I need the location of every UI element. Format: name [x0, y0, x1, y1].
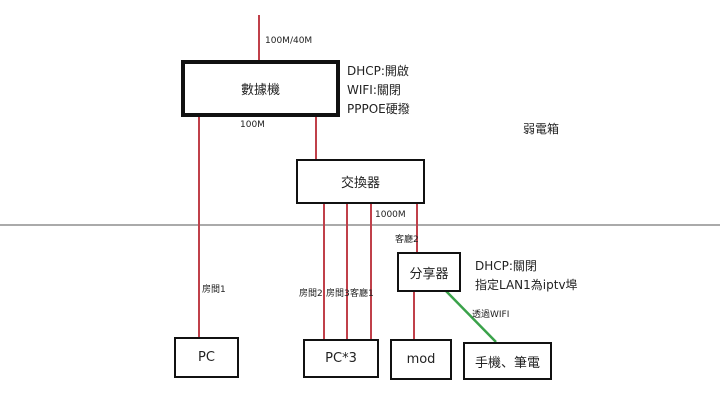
living1-label: 客廳1 [350, 289, 374, 299]
modem-label: 數據機 [240, 83, 280, 98]
pc3-node: PC*3 [303, 339, 379, 378]
router-node: 分享器 [397, 252, 461, 292]
modem-node: 數據機 [181, 60, 340, 117]
modem-note-dhcp: DHCP:開啟 [347, 64, 409, 78]
router-note-iptv: 指定LAN1為iptv埠 [475, 278, 578, 292]
mobile-label: 手機、筆電 [474, 355, 540, 371]
router-label: 分享器 [409, 266, 449, 282]
modem-notes: DHCP:開啟 WIFI:關閉 PPPOE硬撥 [347, 62, 410, 119]
pc3-label: PC*3 [325, 351, 357, 366]
pc-node: PC [174, 337, 239, 378]
router-notes: DHCP:關閉 指定LAN1為iptv埠 [475, 257, 578, 295]
living2-label: 客廳2 [395, 235, 419, 245]
mobile-node: 手機、筆電 [463, 342, 552, 380]
cabinet-label: 弱電箱 [523, 122, 560, 136]
wan-speed-label: 100M/40M [265, 36, 313, 46]
room1-label: 房間1 [202, 285, 226, 295]
room3-label: 房間3 [326, 289, 350, 299]
switch-out-speed-label: 1000M [375, 210, 406, 220]
router-note-dhcp: DHCP:關閉 [475, 259, 537, 273]
room2-label: 房間2 [299, 289, 323, 299]
modem-note-wifi: WIFI:關閉 [347, 83, 401, 97]
mod-label: mod [406, 352, 436, 367]
wifi-line [445, 290, 497, 343]
modem-out-speed-label: 100M [240, 120, 265, 130]
pc-label: PC [198, 350, 215, 365]
switch-label: 交換器 [340, 176, 380, 191]
switch-node: 交換器 [296, 159, 425, 204]
mod-node: mod [390, 339, 452, 380]
modem-note-pppoe: PPPOE硬撥 [347, 102, 410, 116]
wifi-label: 透過WIFI [472, 310, 510, 320]
